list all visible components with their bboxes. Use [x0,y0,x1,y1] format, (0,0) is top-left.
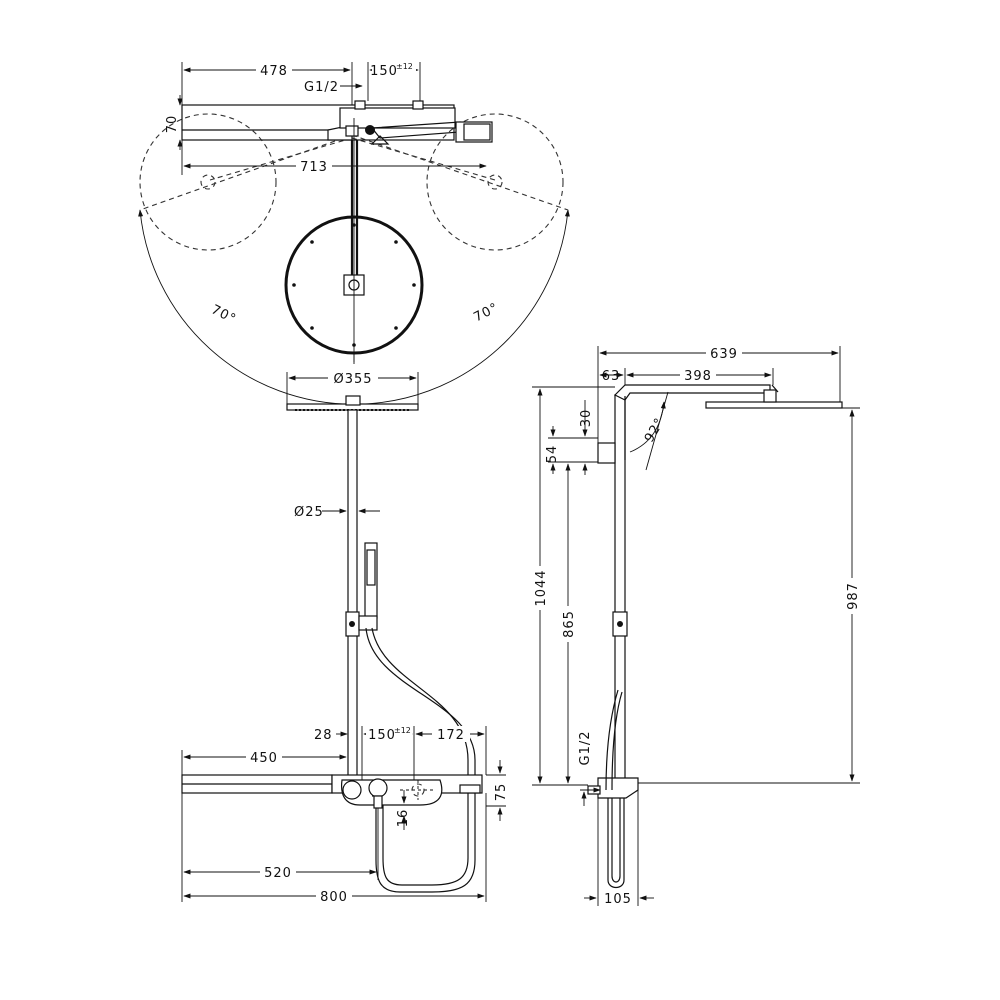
side-view: 92° 639 63 398 1044 30 [532,345,861,907]
thermostat-front [340,779,443,806]
dim-diameter-355: Ø355 [333,372,372,387]
dim-150-top: 150 [370,64,398,79]
dim-1044: 1044 [534,569,549,606]
side-overhead-head [705,401,843,409]
dim-172: 172 [437,728,465,743]
dim-63: 63 [602,369,621,384]
dim-639: 639 [710,347,738,362]
dim-150-front: 150 [368,728,396,743]
side-riser [614,394,626,781]
dim-70-top: 70 [165,115,180,134]
dim-800: 800 [320,890,348,905]
dim-398: 398 [684,369,712,384]
dim-54: 54 [545,445,560,464]
dim-865: 865 [562,610,577,638]
angle-70-right: 70° [471,300,501,325]
dim-28: 28 [314,728,333,743]
swing-circle-right [426,113,564,251]
dim-75: 75 [494,783,509,802]
dim-diameter-25: Ø25 [294,505,324,520]
tolerance-front: ±12 [394,726,411,735]
side-overhead-arm [613,384,771,401]
dim-450: 450 [250,751,278,766]
dim-16: 16 [396,809,411,828]
side-thermostat [597,777,639,799]
thermostat-top-view [339,107,456,129]
riser-pipe [347,409,358,786]
angle-70-left: 70° [209,302,239,327]
front-view: Ø355 Ø25 28 [181,370,509,905]
dim-987: 987 [846,582,861,610]
angle-92: 92° [642,415,668,445]
dim-520: 520 [264,866,292,881]
dim-478: 478 [260,64,288,79]
dim-105: 105 [604,892,632,907]
g12-label-side: G1/2 [578,731,593,766]
g12-label-top: G1/2 [304,80,339,95]
top-view: 478 150 ±12 G1/2 70 713 70° 70° [138,62,570,405]
dim-713: 713 [300,160,328,175]
dim-30: 30 [579,409,594,428]
swing-circle-left [139,113,277,251]
tolerance-top: ±12 [396,62,413,71]
